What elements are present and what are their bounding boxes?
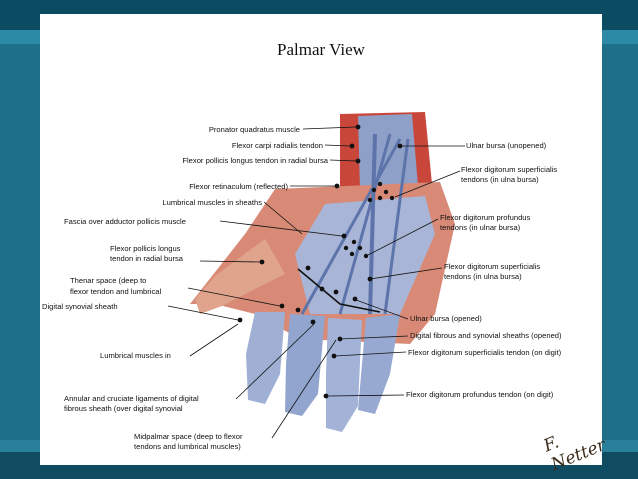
label-lumbrical-sheaths: Lumbrical muscles in sheaths <box>162 198 262 207</box>
leader-lines <box>167 126 465 439</box>
finger-little <box>358 314 400 414</box>
label-flexor-retinaculum: Flexor retinaculum (reflected) <box>189 182 288 191</box>
label-midpalmar-line2: tendons and lumbrical muscles) <box>134 442 241 451</box>
label-digital-fibrous: Digital fibrous and synovial sheaths (op… <box>410 331 562 340</box>
label-fds-ulna-2-line2: tendons (in ulna bursa) <box>444 272 522 281</box>
label-midpalmar-line1: Midpalmar space (deep to flexor <box>134 432 243 441</box>
label-digital-synovial: Digital synovial sheath <box>42 302 118 311</box>
label-fds-ulna-1-line2: tendons (in ulna bursa) <box>461 175 539 184</box>
label-fpl-radial-bursa: Flexor pollicis longus tendon in radial … <box>182 156 328 165</box>
thumb <box>195 239 285 314</box>
label-fds-on-digit: Flexor digitorum superficialis tendon (o… <box>408 348 562 357</box>
label-fds-ulna-2-line1: Flexor digitorum superficialis <box>444 262 541 271</box>
label-fascia-adductor: Fascia over adductor pollicis muscle <box>64 217 186 226</box>
slide-panel: Palmar View <box>40 14 609 475</box>
marker-dots <box>237 124 403 399</box>
finger-index <box>246 312 285 404</box>
label-ulnar-bursa-opened: Ulnar bursa (opened) <box>410 314 482 323</box>
label-thenar-line1: Thenar space (deep to <box>70 276 147 285</box>
label-fpl-line2: tendon in radial bursa <box>110 254 184 263</box>
label-fdp-on-digit: Flexor digitorum profundus tendon (on di… <box>406 390 554 399</box>
diagram-title: Palmar View <box>277 40 365 59</box>
label-thenar-line2: flexor tendon and lumbrical <box>70 287 162 296</box>
finger-middle <box>285 314 325 416</box>
label-ulnar-bursa-unopened: Ulnar bursa (unopened) <box>466 141 547 150</box>
label-fdp-line2: tendons (in ulnar bursa) <box>440 223 521 232</box>
finger-ring <box>326 318 362 432</box>
label-annular-line2: fibrous sheath (over digital synovial <box>64 404 183 413</box>
label-fds-ulna-1-line1: Flexor digitorum superficialis <box>461 165 558 174</box>
label-annular-line1: Annular and cruciate ligaments of digita… <box>64 394 199 403</box>
hand-illustration <box>167 112 465 439</box>
forearm-tendon-band <box>358 114 418 190</box>
label-fdp-line1: Flexor digitorum profundus <box>440 213 531 222</box>
label-lumbrical-in: Lumbrical muscles in <box>100 351 171 360</box>
label-flexor-carpi-radialis: Flexor carpi radialis tendon <box>231 141 323 150</box>
label-fpl-line1: Flexor pollicis longus <box>110 244 181 253</box>
label-pronator-quadratus: Pronator quadratus muscle <box>208 125 300 134</box>
